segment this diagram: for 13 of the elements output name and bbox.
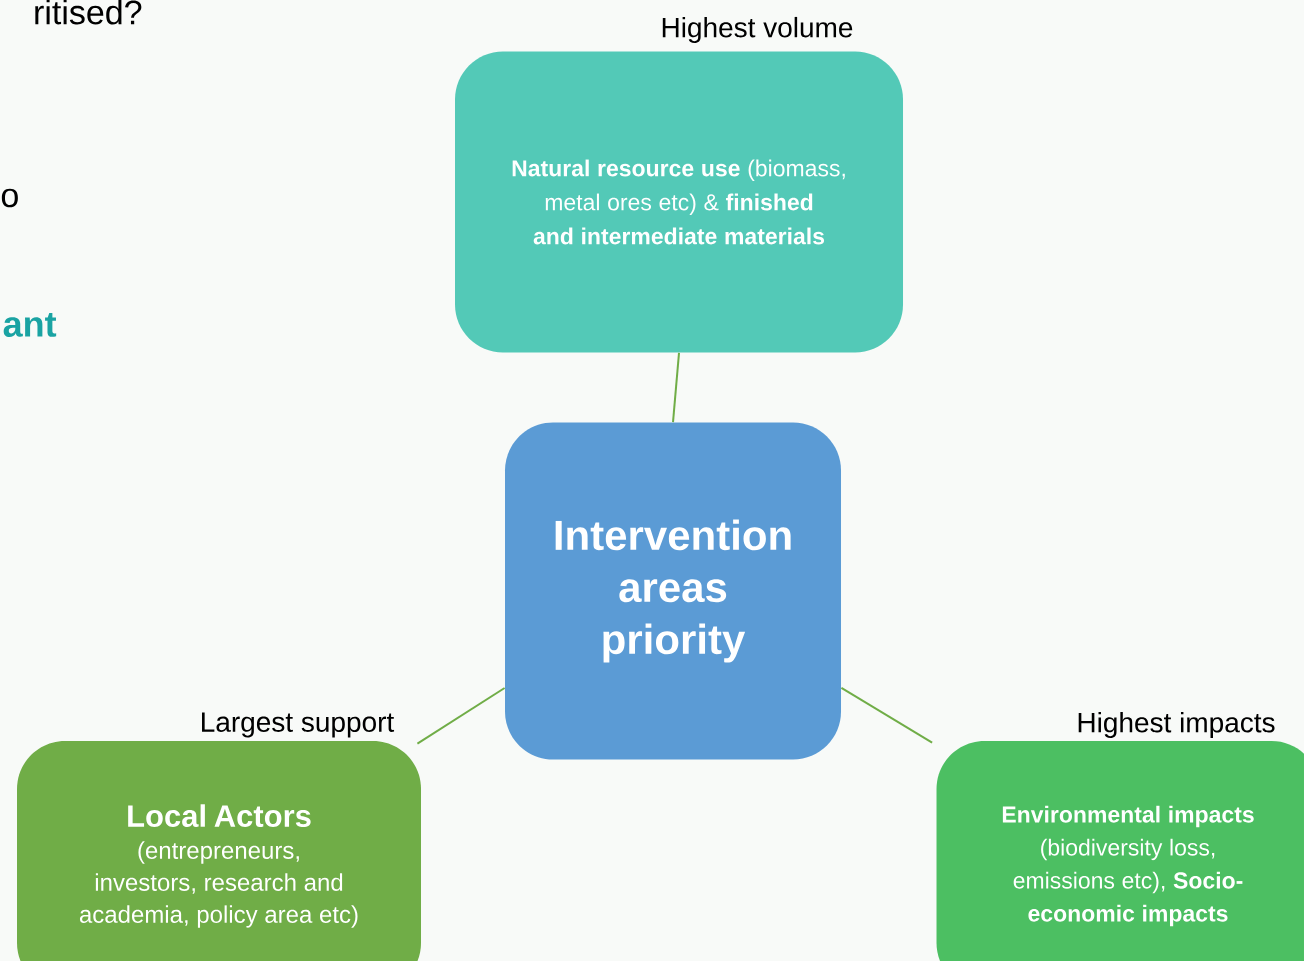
connector-line [840, 687, 934, 744]
slide-text: ritised? [35, 0, 142, 25]
connector-line [416, 687, 506, 745]
node-caption: Highest volume [662, 16, 853, 43]
process-box: Local Actors (entrepreneurs, investors, research and academia, policy area etc) [17, 741, 421, 961]
slide-text: o [1, 188, 18, 208]
priority-box: Intervention areas priority [505, 422, 841, 760]
process-box: Environmental impacts (biodiversity loss, emissions etc), Socio-economic impacts [936, 741, 1304, 961]
node-caption: Largest support [202, 712, 395, 738]
process-box: Natural resource use (biomass, metal ores etc) & finished and intermediate materials [455, 51, 903, 353]
node-caption: Highest impacts [1078, 711, 1275, 739]
slide-text: ant [3, 313, 57, 337]
connector-line [672, 351, 680, 424]
